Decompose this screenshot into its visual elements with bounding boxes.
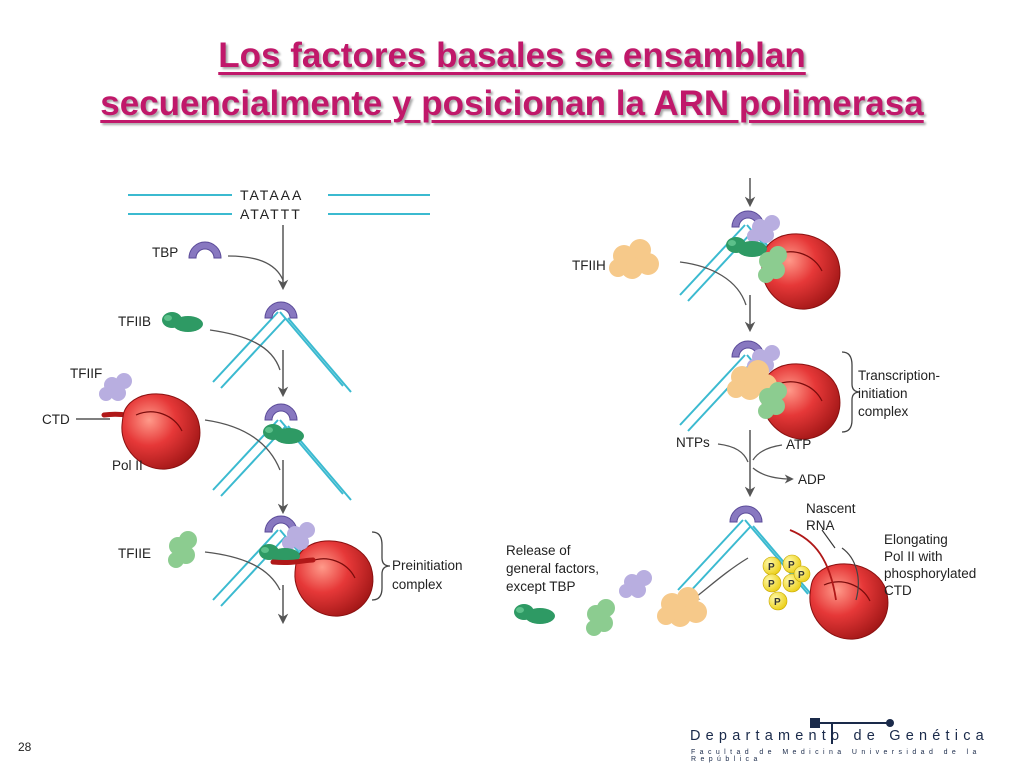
dna-bottom-strand: ATATTT <box>240 206 302 222</box>
tfiih-protein <box>609 239 659 279</box>
ntps-arrow <box>717 443 749 463</box>
nascent-rna-strand <box>789 529 837 601</box>
label-release-3: except TBP <box>506 579 576 594</box>
phosphate-label-1: P <box>768 562 775 573</box>
label-tfiih: TFIIH <box>572 258 606 273</box>
label-release-1: Release of <box>506 543 571 558</box>
transcription-initiation-complex <box>679 340 841 440</box>
label-adp: ADP <box>798 472 826 487</box>
label-tic-1: Transcription- <box>858 368 940 383</box>
dna-duplex <box>128 194 430 215</box>
label-ntps: NTPs <box>676 435 710 450</box>
label-nascent-2: RNA <box>806 518 835 533</box>
tfiib-protein <box>162 312 203 332</box>
elongating-pol2 <box>809 563 889 640</box>
atp-arrow <box>752 444 783 461</box>
label-tic-3: complex <box>858 404 909 419</box>
phosphorylated-ctd: P P P P P P <box>762 554 811 611</box>
dna-top-strand: TATAAA <box>240 187 303 203</box>
adp-arrow <box>752 467 794 484</box>
label-nascent-1: Nascent <box>806 501 856 516</box>
tfiib-join-arrow <box>209 329 281 371</box>
page-number: 28 <box>18 740 32 754</box>
released-tfiif <box>619 570 652 598</box>
phosphate-label-2: P <box>788 560 795 571</box>
pol2-join-arrow <box>204 419 281 471</box>
label-tfiib: TFIIB <box>118 314 151 329</box>
phosphate-label-3: P <box>768 579 775 590</box>
label-elong-2: Pol II with <box>884 549 943 564</box>
elong-bracket <box>841 547 859 601</box>
tic-bracket <box>841 351 861 433</box>
complex-stage-3 <box>212 403 352 501</box>
label-elong-4: CTD <box>884 583 912 598</box>
department-name: Departamento de Genética <box>690 728 989 744</box>
tfiie-protein <box>168 531 197 568</box>
tbp-protein <box>188 241 222 259</box>
slide-title-line-2: secuencialmente y posicionan la ARN poli… <box>100 84 924 123</box>
phosphate-label-4: P <box>788 579 795 590</box>
tfiif-protein <box>99 373 132 401</box>
label-preinit-1: Preinitiation <box>392 558 463 573</box>
department-subtitle: Facultad de Medicina Universidad de la R… <box>691 749 981 763</box>
label-atp: ATP <box>786 437 811 452</box>
label-elong-3: phosphorylated <box>884 566 976 581</box>
tfiih-join-arrow <box>679 261 747 306</box>
tbp-join-arrow <box>227 255 284 281</box>
label-ctd: CTD <box>42 412 70 427</box>
label-tic-2: initiation <box>858 386 908 401</box>
slide-title-line-1: Los factores basales se ensamblan <box>218 36 806 75</box>
released-tfiie <box>586 599 615 636</box>
label-pol2: Pol II <box>112 458 143 473</box>
label-release-2: general factors, <box>506 561 599 576</box>
department-logo-mark <box>810 718 894 744</box>
label-tbp: TBP <box>152 245 178 260</box>
label-tfiif: TFIIF <box>70 366 102 381</box>
slide-title: Los factores basales se ensamblan secuen… <box>0 32 1024 128</box>
release-arrow <box>690 557 749 602</box>
tfiie-join-arrow <box>204 551 281 591</box>
label-tfiie: TFIIE <box>118 546 151 561</box>
nascent-rna-pointer <box>821 529 836 549</box>
phosphate-label-6: P <box>774 597 781 608</box>
preinitiation-complex <box>212 515 374 617</box>
phosphate-label-5: P <box>798 570 805 581</box>
released-tfiib <box>514 604 555 624</box>
complex-stage-5 <box>679 210 841 310</box>
preinit-bracket <box>371 531 391 601</box>
complex-stage-2 <box>212 301 352 393</box>
released-tfiih <box>657 587 707 627</box>
label-preinit-2: complex <box>392 577 443 592</box>
label-elong-1: Elongating <box>884 532 948 547</box>
